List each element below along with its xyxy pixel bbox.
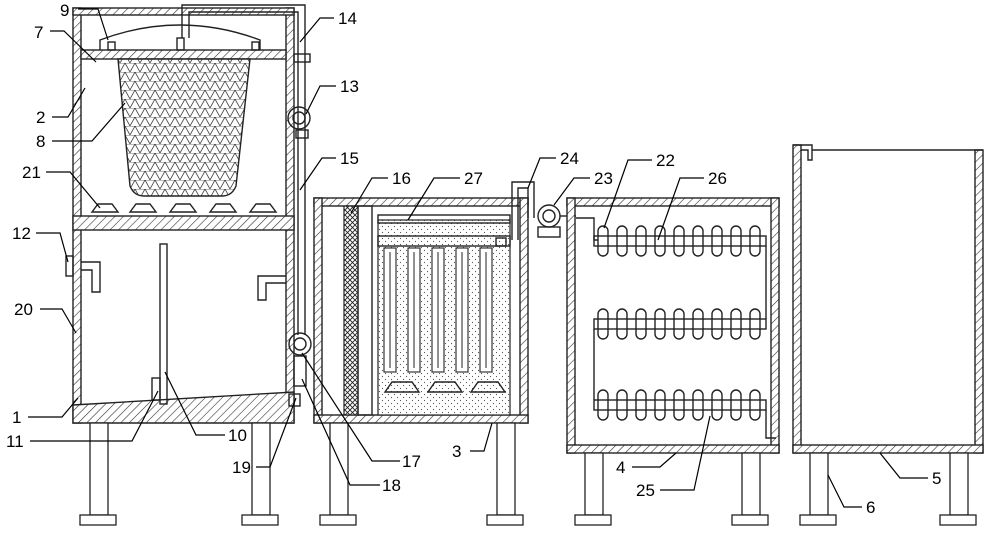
label-21: 21 <box>22 163 41 182</box>
label-17: 17 <box>402 452 421 471</box>
label-13: 13 <box>340 77 359 96</box>
label-10: 10 <box>228 426 247 445</box>
label-24: 24 <box>560 149 579 168</box>
mesh-basket <box>117 58 251 197</box>
coil-row-bottom <box>593 389 767 421</box>
label-4: 4 <box>616 458 625 477</box>
label-19: 19 <box>232 458 251 477</box>
label-3: 3 <box>452 442 461 461</box>
label-25: 25 <box>636 481 655 500</box>
label-26: 26 <box>708 169 727 188</box>
leader-lines <box>28 8 928 508</box>
coil-connectors <box>593 246 767 425</box>
tank-left <box>72 7 295 424</box>
legs <box>79 422 977 526</box>
labels: 9 7 2 8 21 12 20 1 11 10 19 17 18 14 13 … <box>6 1 941 517</box>
label-12: 12 <box>12 224 31 243</box>
label-18: 18 <box>382 476 401 495</box>
label-27: 27 <box>464 169 483 188</box>
pump-17 <box>288 332 312 407</box>
label-2: 2 <box>36 108 45 127</box>
label-22: 22 <box>656 151 675 170</box>
label-1: 1 <box>12 408 21 427</box>
lid-dome <box>99 4 311 160</box>
nozzles-21 <box>90 203 278 213</box>
label-6: 6 <box>866 498 875 517</box>
tank-right <box>792 144 984 454</box>
tank-middle <box>313 181 535 424</box>
label-20: 20 <box>14 300 33 319</box>
lower-chamber-parts <box>65 243 286 405</box>
label-15: 15 <box>340 149 359 168</box>
label-7: 7 <box>34 23 43 42</box>
coil-row-middle <box>593 308 767 340</box>
label-11: 11 <box>6 432 24 451</box>
pump-13 <box>287 106 311 335</box>
label-14: 14 <box>338 9 357 28</box>
label-23: 23 <box>594 169 613 188</box>
label-9: 9 <box>60 1 69 20</box>
label-16: 16 <box>392 169 411 188</box>
label-5: 5 <box>932 469 941 488</box>
coil-row-top <box>593 225 767 257</box>
tank-coil <box>566 197 780 454</box>
label-8: 8 <box>36 132 45 151</box>
